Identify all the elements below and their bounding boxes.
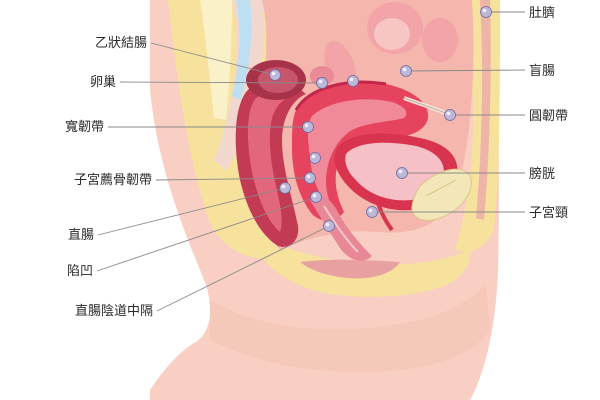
label-rectum: 直腸 <box>68 228 94 243</box>
label-uterosacral-ligament: 子宮薦骨韌帶 <box>74 172 152 188</box>
label-broad-ligament: 寬韌帶 <box>65 119 104 135</box>
label-cecum: 盲腸 <box>529 63 555 79</box>
pin-cecum-a <box>347 75 359 87</box>
pin-cervix <box>366 206 378 218</box>
leader-uterosacral <box>155 177 311 181</box>
label-sigmoid-colon: 乙狀結腸 <box>95 36 147 51</box>
uterus <box>292 80 429 221</box>
pin-rectum <box>279 182 291 194</box>
pin-ovary <box>316 77 328 89</box>
label-cervix: 子宮頸 <box>529 205 568 221</box>
label-bladder: 膀胱 <box>529 166 555 182</box>
leader-lines <box>96 11 526 312</box>
pin-navel <box>480 6 492 18</box>
ovary <box>310 66 334 86</box>
pin-round <box>444 109 456 121</box>
leader-septum <box>156 225 330 312</box>
pin-uterosacral <box>304 172 316 184</box>
pin-uterosacral-a <box>309 152 321 164</box>
pin-sigmoid <box>269 69 281 81</box>
label-pouch: 陷凹 <box>67 264 93 279</box>
vagina <box>310 196 372 261</box>
pin-markers <box>269 6 492 232</box>
leader-rectum <box>97 187 286 236</box>
labels: 乙狀結腸 卵巢 寬韌帶 子宮薦骨韌帶 直腸 陷凹 直腸陰道中隔 肚臍 盲腸 圓韌… <box>65 5 568 319</box>
leader-sigmoid <box>150 42 276 76</box>
pin-broad <box>302 121 314 133</box>
label-ovary: 卵巢 <box>90 75 116 90</box>
pubic-bone <box>411 168 472 221</box>
rectum <box>235 82 306 247</box>
leader-pouch <box>96 196 317 272</box>
pin-bladder <box>396 167 408 179</box>
pin-cecum <box>400 65 412 77</box>
spine-sacrum <box>214 0 265 170</box>
leader-ovary <box>119 81 323 84</box>
abdominal-wall <box>455 0 500 252</box>
label-navel: 肚臍 <box>529 5 555 21</box>
label-rectovaginal-septum: 直腸陰道中隔 <box>75 304 153 319</box>
pin-septum <box>323 220 335 232</box>
pin-pouch <box>310 191 322 203</box>
leader-cecum <box>405 69 526 72</box>
pelvic-floor <box>264 240 471 297</box>
label-round-ligament: 圓韌帶 <box>529 109 568 124</box>
